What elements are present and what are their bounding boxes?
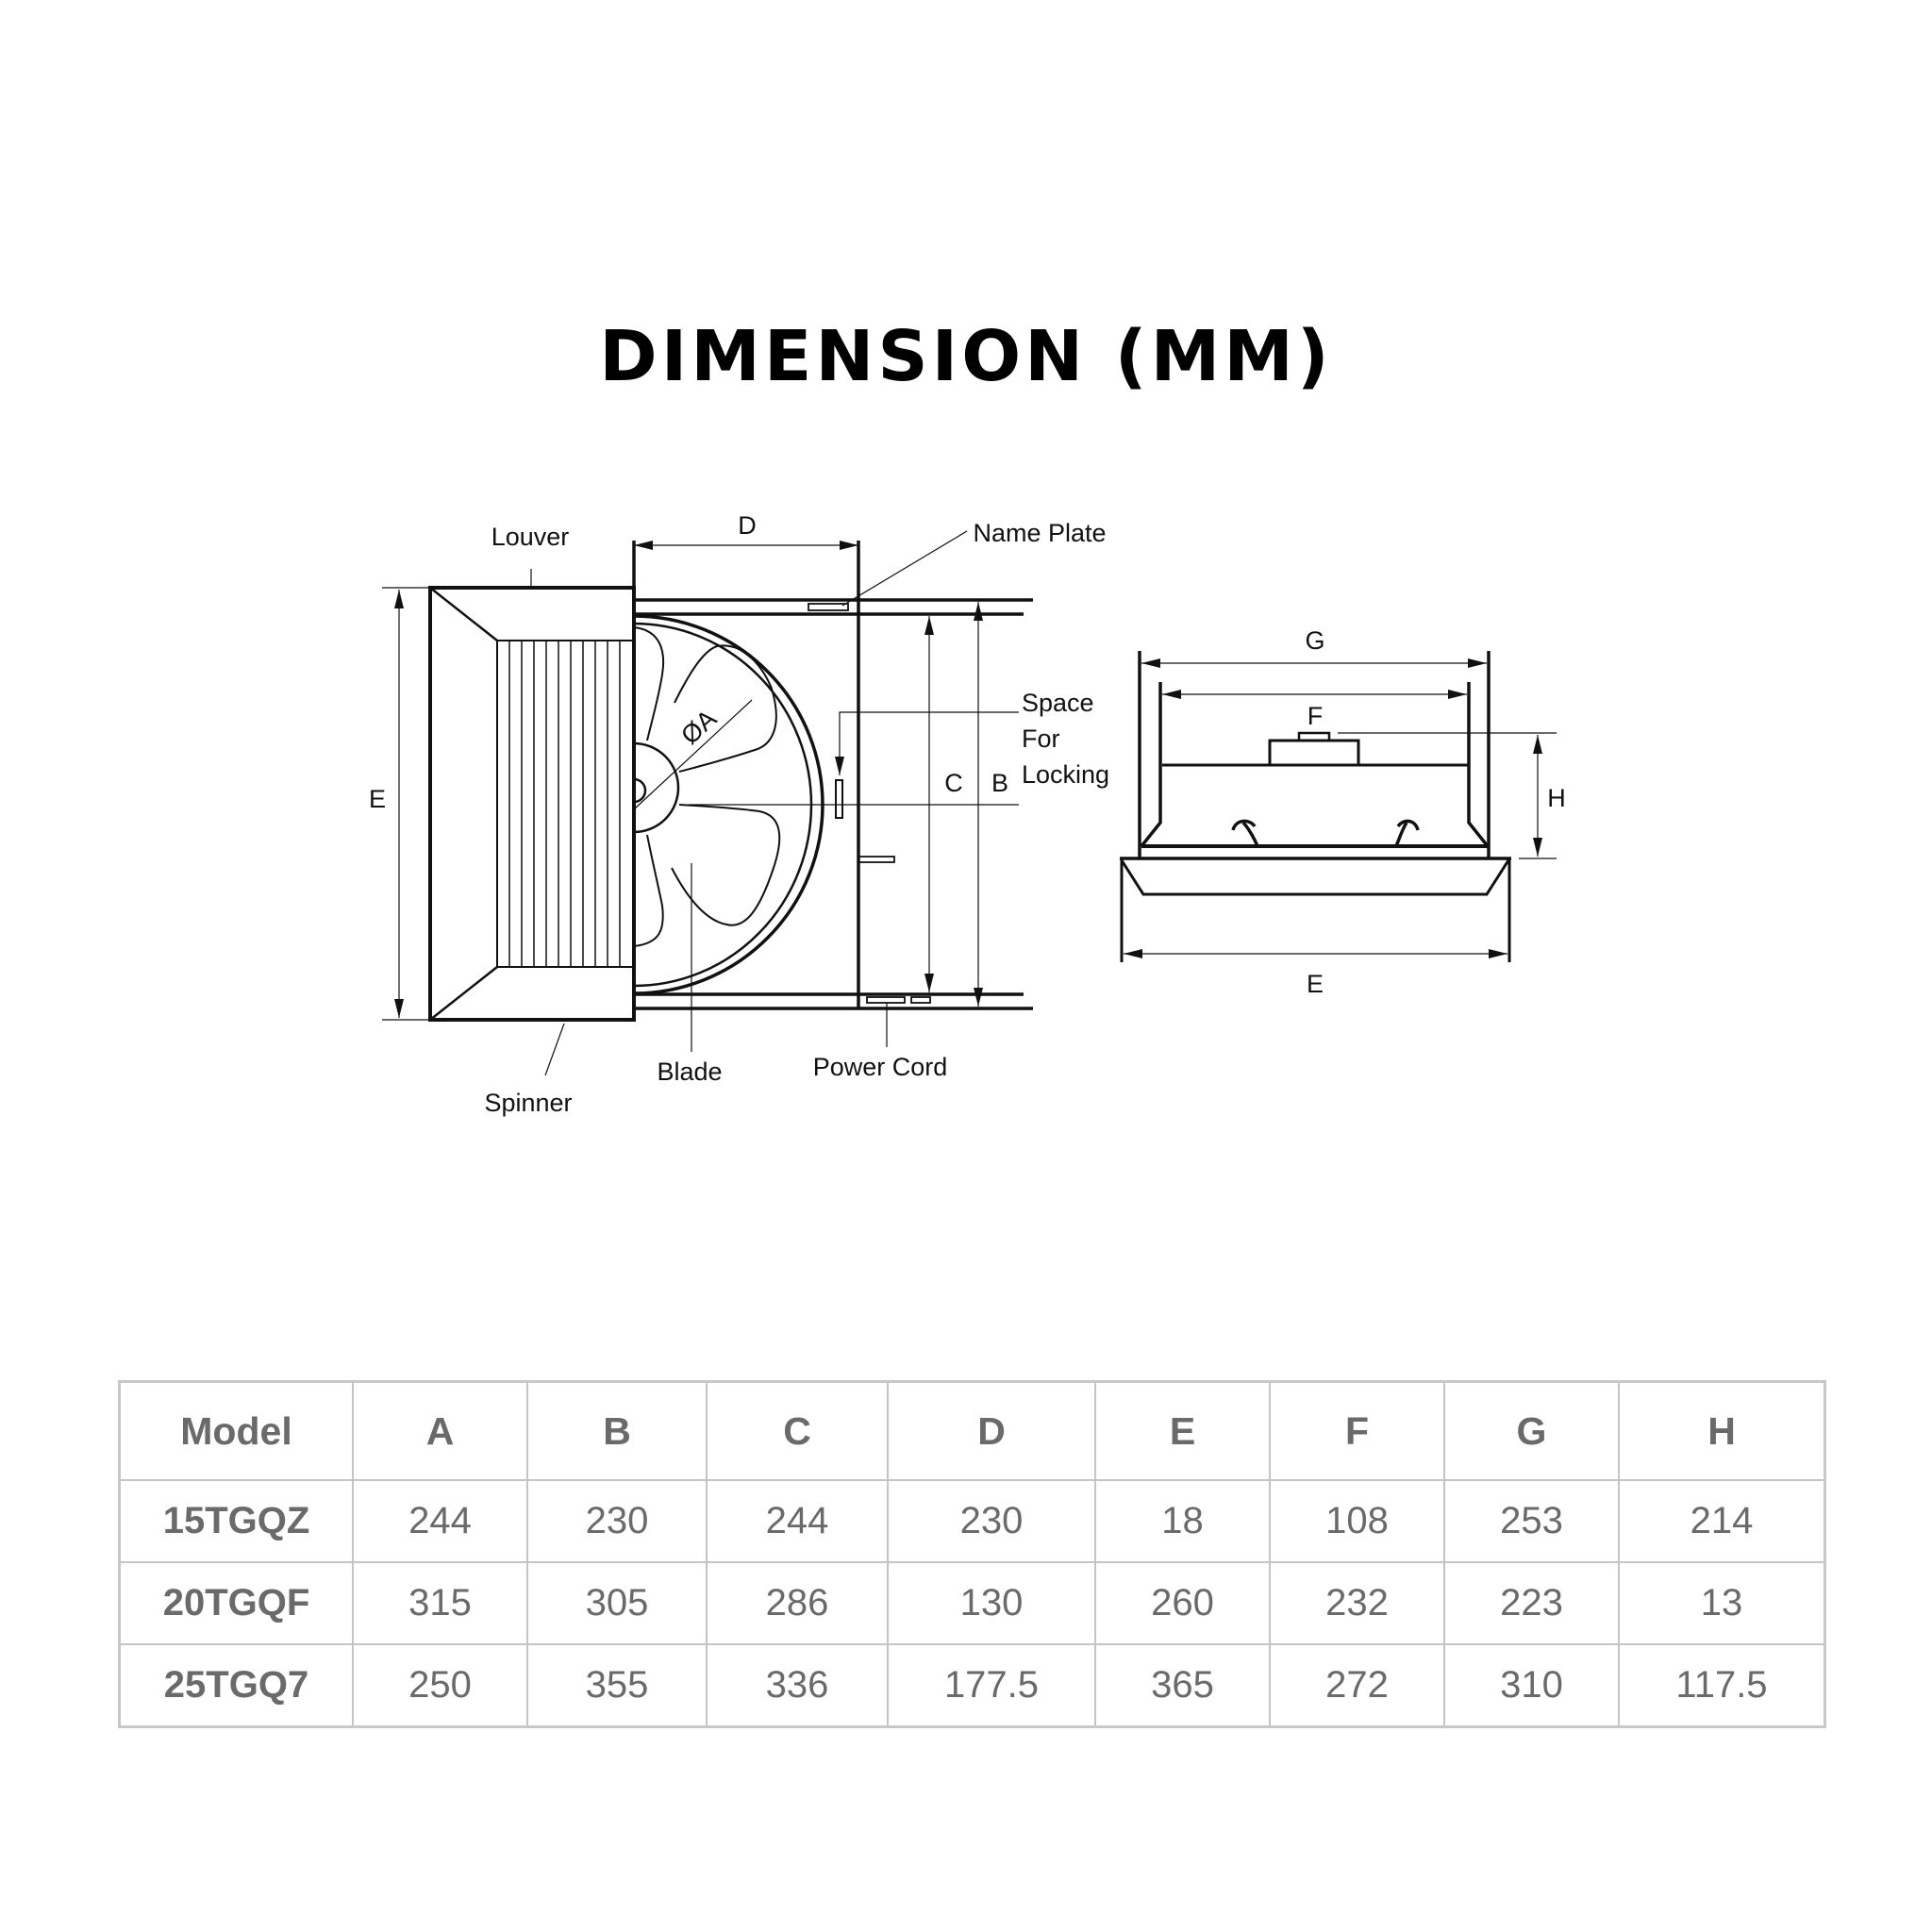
cell-a: 250	[352, 1643, 528, 1728]
cell-a: 244	[352, 1479, 528, 1563]
cell-h: 214	[1618, 1479, 1826, 1563]
cell-d: 177.5	[887, 1643, 1096, 1728]
side-view	[1120, 651, 1557, 962]
header-model: Model	[118, 1380, 354, 1481]
table-row: 25TGQ7 250 355 336 177.5 365 272 310 117…	[118, 1643, 1826, 1728]
label-dim-h: H	[1547, 784, 1566, 812]
label-space-for-locking-1: Space	[1022, 689, 1094, 717]
label-power-cord: Power Cord	[813, 1053, 948, 1081]
label-dim-a: ØA	[675, 705, 722, 750]
cell-g: 253	[1443, 1479, 1620, 1563]
label-dim-e: E	[369, 785, 386, 813]
label-space-for-locking-2: For	[1022, 724, 1060, 753]
header-d: D	[887, 1380, 1096, 1481]
label-spinner: Spinner	[484, 1089, 572, 1117]
cell-g: 223	[1443, 1561, 1620, 1645]
cell-b: 305	[526, 1561, 708, 1645]
label-dim-c: C	[944, 769, 963, 797]
header-c: C	[706, 1380, 889, 1481]
cell-b: 355	[526, 1643, 708, 1728]
side-view-labels: G F H E	[1305, 626, 1565, 998]
cell-c: 286	[706, 1561, 889, 1645]
page-title: DIMENSION (MM)	[599, 316, 1333, 397]
header-e: E	[1094, 1380, 1271, 1481]
header-f: F	[1269, 1380, 1445, 1481]
header-h: H	[1618, 1380, 1826, 1481]
cell-h: 13	[1618, 1561, 1826, 1645]
cell-e: 260	[1094, 1561, 1271, 1645]
header-g: G	[1443, 1380, 1620, 1481]
cell-a: 315	[352, 1561, 528, 1645]
cell-d: 230	[887, 1479, 1096, 1563]
label-dim-d: D	[738, 511, 757, 540]
label-dim-b: B	[991, 769, 1008, 797]
header-b: B	[526, 1380, 708, 1481]
header-a: A	[352, 1380, 528, 1481]
cell-model: 25TGQ7	[118, 1643, 354, 1728]
cell-model: 15TGQZ	[118, 1479, 354, 1563]
cell-e: 365	[1094, 1643, 1271, 1728]
label-blade: Blade	[657, 1058, 722, 1086]
label-louver: Louver	[491, 523, 570, 551]
cell-f: 272	[1269, 1643, 1445, 1728]
dimension-table-container: Model A B C D E F G H 15TGQZ 244 230 244…	[118, 1380, 1826, 1728]
label-space-for-locking-3: Locking	[1022, 760, 1109, 789]
label-dim-g: G	[1305, 626, 1324, 655]
cell-c: 244	[706, 1479, 889, 1563]
cell-d: 130	[887, 1561, 1096, 1645]
cell-c: 336	[706, 1643, 889, 1728]
cell-f: 108	[1269, 1479, 1445, 1563]
cell-e: 18	[1094, 1479, 1271, 1563]
front-view	[382, 530, 1033, 1076]
cell-g: 310	[1443, 1643, 1620, 1728]
label-dim-f: F	[1307, 702, 1324, 730]
table-row: 15TGQZ 244 230 244 230 18 108 253 214	[118, 1479, 1826, 1563]
dimension-table: Model A B C D E F G H 15TGQZ 244 230 244…	[118, 1380, 1826, 1728]
cell-f: 232	[1269, 1561, 1445, 1645]
cell-model: 20TGQF	[118, 1561, 354, 1645]
front-view-labels: Louver Spinner Blade Power Cord Name Pla…	[369, 511, 1109, 1117]
label-name-plate: Name Plate	[973, 519, 1106, 547]
cell-h: 117.5	[1618, 1643, 1826, 1728]
table-header-row: Model A B C D E F G H	[118, 1380, 1826, 1481]
cell-b: 230	[526, 1479, 708, 1563]
table-row: 20TGQF 315 305 286 130 260 232 223 13	[118, 1561, 1826, 1645]
label-dim-e-side: E	[1307, 970, 1324, 998]
